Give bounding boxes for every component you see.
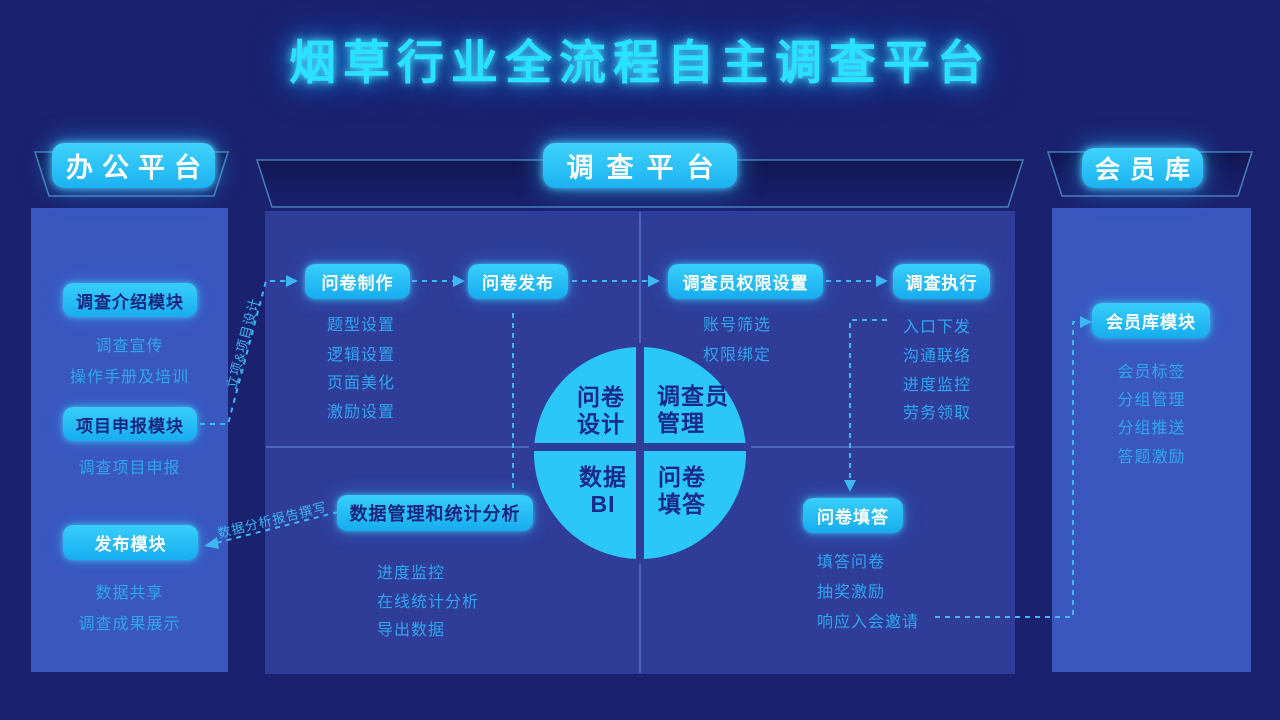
item-project-apply: 调查项目申报	[78, 460, 181, 477]
quadrant-questionnaire-fill: 问卷填答	[658, 464, 706, 518]
connector-arrowheads	[204, 275, 1092, 549]
connector-analysis-to-publishmodule	[215, 511, 339, 544]
arrow-into-publish	[453, 275, 465, 287]
quadrant-data-bi: 数据BI	[579, 464, 627, 518]
module-questionnaire-create: 问卷制作	[305, 264, 410, 299]
arrow-into-publish-module	[204, 537, 219, 549]
module-survey-execute: 调查执行	[893, 264, 990, 299]
arrow-into-fill	[844, 480, 856, 492]
module-publish: 发布模块	[63, 525, 198, 560]
item-lottery-incentive: 抽奖激励	[817, 584, 886, 601]
module-project-apply: 项目申报模块	[63, 407, 197, 441]
module-surveyor-permission: 调查员权限设置	[668, 264, 823, 299]
item-survey-promo: 调查宣传	[95, 338, 164, 355]
quadrant-questionnaire-design: 问卷设计	[577, 384, 625, 438]
item-permission-bind: 权限绑定	[703, 347, 772, 364]
item-incentive-setting: 激励设置	[327, 404, 396, 421]
arrow-into-permission	[648, 275, 660, 287]
office-platform-header: 办公平台	[52, 143, 215, 188]
item-group-push: 分组推送	[1117, 420, 1186, 437]
item-result-show: 调查成果展示	[78, 616, 181, 633]
circle-gap-vertical	[636, 343, 644, 564]
item-question-type: 题型设置	[327, 317, 396, 334]
member-library-header: 会员库	[1082, 148, 1203, 188]
module-questionnaire-fill: 问卷填答	[803, 498, 903, 533]
item-online-statistics: 在线统计分析	[377, 594, 480, 611]
item-communication: 沟通联络	[903, 348, 972, 365]
item-logic-setting: 逻辑设置	[327, 347, 396, 364]
item-join-invitation: 响应入会邀请	[817, 614, 920, 631]
item-member-tag: 会员标签	[1117, 364, 1186, 381]
member-library-panel	[1052, 208, 1251, 672]
quadrant-surveyor-manage: 调查员管理	[657, 383, 729, 437]
item-fill-questionnaire: 填答问卷	[817, 554, 886, 571]
connector-apply-to-create	[200, 280, 286, 425]
item-group-manage: 分组管理	[1117, 392, 1186, 409]
item-page-beautify: 页面美化	[327, 375, 396, 392]
item-manual-training: 操作手册及培训	[69, 369, 189, 386]
item-labor-collect: 劳务领取	[903, 405, 972, 422]
item-export-data: 导出数据	[377, 622, 446, 639]
circle-gap-horizontal	[529, 443, 751, 451]
item-entry-distribute: 入口下发	[903, 319, 972, 336]
item-progress-monitor: 进度监控	[377, 565, 446, 582]
item-data-share: 数据共享	[95, 585, 164, 602]
item-answer-incentive: 答题激励	[1117, 449, 1186, 466]
arrow-into-create	[286, 275, 298, 287]
module-data-analysis: 数据管理和统计分析	[337, 495, 533, 531]
page-title: 烟草行业全流程自主调查平台	[289, 36, 991, 89]
survey-platform-header: 调查平台	[543, 143, 737, 188]
item-account-filter: 账号筛选	[703, 317, 772, 334]
module-survey-intro: 调查介绍模块	[63, 283, 197, 317]
module-member-library: 会员库模块	[1092, 303, 1210, 338]
arrow-into-execute	[876, 275, 888, 287]
module-questionnaire-publish: 问卷发布	[468, 264, 568, 299]
arrow-into-member-module	[1080, 316, 1092, 328]
connector-execute-to-fill	[849, 319, 887, 480]
item-progress-monitor-exec: 进度监控	[903, 377, 972, 394]
connectors	[200, 280, 1080, 618]
